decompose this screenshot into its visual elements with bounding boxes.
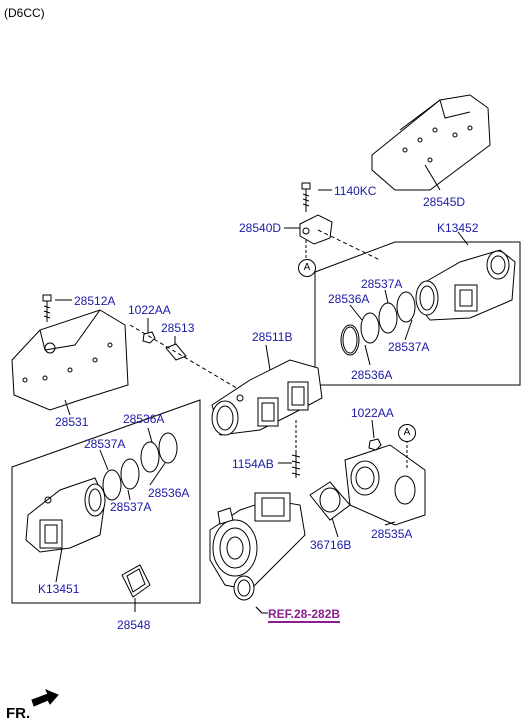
gasket-ring-r1	[340, 324, 360, 356]
nut-1022aa-right-icon	[368, 438, 382, 451]
label-k13451: K13451	[38, 582, 80, 596]
callout-a-bottom: A	[398, 424, 416, 442]
stud-1154ab-icon	[291, 450, 301, 478]
reference-link[interactable]: REF.28-282B	[268, 607, 341, 623]
label-28537a-r2: 28537A	[388, 340, 430, 354]
nut-1022aa-icon	[142, 331, 156, 344]
label-28512a: 28512A	[74, 294, 116, 308]
label-28536a-l1: 28536A	[123, 412, 165, 426]
label-k13452: K13452	[437, 221, 479, 235]
front-arrow-icon	[31, 689, 59, 707]
label-1140kc: 1140KC	[334, 184, 377, 198]
heat-shield-top-icon	[371, 94, 491, 191]
label-28536a-l2: 28536A	[148, 486, 190, 500]
bolt-28512a-icon	[42, 294, 52, 322]
group-box-left	[11, 399, 201, 604]
label-1154ab: 1154AB	[232, 457, 274, 471]
exhaust-pipe-k13452-icon	[415, 249, 516, 321]
exhaust-pipe-k13451-icon	[25, 477, 106, 553]
label-28511b: 28511B	[252, 330, 293, 344]
label-28536a-r1: 28536A	[328, 292, 370, 306]
bolt-1140kc-icon	[301, 182, 311, 212]
gasket-ring-l3	[140, 441, 160, 473]
label-28537a-r1: 28537A	[361, 277, 403, 291]
gasket-36716b-icon	[309, 481, 351, 521]
bracket-28540d-icon	[299, 214, 333, 245]
label-28540d: 28540D	[239, 221, 282, 235]
label-1022aa-right: 1022AA	[351, 406, 394, 420]
label-36716b: 36716B	[310, 538, 352, 552]
heat-shield-left-icon	[11, 309, 129, 411]
front-direction-label: FR.	[6, 705, 31, 722]
gasket-ring-l4	[158, 432, 178, 464]
gasket-ring-l1	[102, 469, 122, 501]
callout-a-top: A	[298, 259, 316, 277]
engine-code-label: (D6CC)	[4, 6, 45, 20]
label-28535a: 28535A	[371, 527, 413, 541]
gasket-ring-r4	[396, 291, 416, 323]
label-28513: 28513	[161, 321, 195, 335]
label-28531: 28531	[55, 415, 89, 429]
gasket-ring-l2	[120, 458, 140, 490]
exhaust-manifold-28511b-icon	[211, 359, 323, 436]
label-28537a-l2: 28537A	[110, 500, 152, 514]
turbocharger-icon	[209, 492, 306, 601]
label-28545d: 28545D	[423, 195, 466, 209]
label-28537a-l1: 28537A	[84, 437, 126, 451]
gasket-ring-r3	[378, 302, 398, 334]
group-box-right	[314, 241, 521, 386]
gasket-28548-icon	[121, 564, 151, 598]
label-28548: 28548	[117, 618, 151, 632]
label-28536a-r2: 28536A	[351, 368, 393, 382]
gasket-ring-r2	[360, 312, 380, 344]
sleeve-28513-icon	[165, 343, 187, 361]
label-1022aa-left: 1022AA	[128, 303, 171, 317]
exhaust-elbow-28535a-icon	[344, 444, 426, 526]
